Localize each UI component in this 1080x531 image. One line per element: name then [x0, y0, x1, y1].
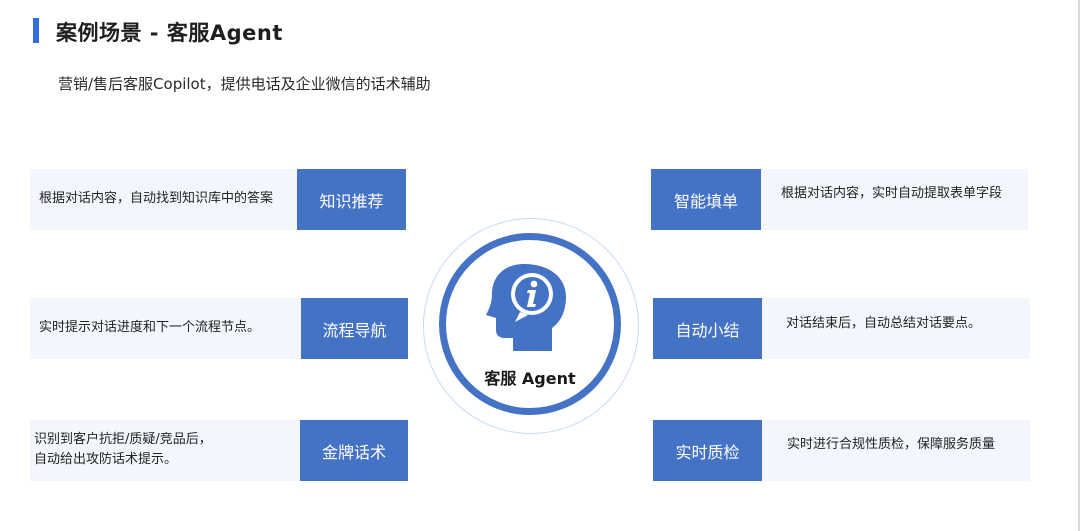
- center-outer-ring: [423, 218, 639, 434]
- page-title: 案例场景 - 客服Agent: [56, 21, 283, 45]
- card-process-navigation: 实时提示对话进度和下一个流程节点。 流程导航: [30, 298, 408, 359]
- card-realtime-qc: 实时质检 实时进行合规性质检，保障服务质量: [653, 420, 1030, 481]
- card-label-process: 流程导航: [301, 298, 408, 359]
- card-description: 实时进行合规性质检，保障服务质量: [787, 437, 996, 452]
- card-description: 实时提示对话进度和下一个流程节点。: [39, 320, 261, 335]
- card-auto-summary: 自动小结 对话结束后，自动总结对话要点。: [653, 298, 1030, 359]
- card-label-gold-script: 金牌话术: [300, 420, 408, 481]
- card-label-smart-form: 智能填单: [651, 169, 761, 230]
- center-label: 客服 Agent: [484, 369, 576, 388]
- card-label-auto-summary: 自动小结: [653, 298, 762, 359]
- card-knowledge-recommend: 根据对话内容，自动找到知识库中的答案 知识推荐: [30, 169, 406, 230]
- card-description: 根据对话内容，自动找到知识库中的答案: [39, 191, 274, 206]
- head-info-icon: [486, 264, 566, 351]
- card-smart-form-fill: 智能填单 根据对话内容，实时自动提取表单字段: [651, 169, 1028, 230]
- card-label-knowledge: 知识推荐: [297, 169, 406, 230]
- card-label-realtime-qc: 实时质检: [653, 420, 762, 481]
- card-gold-script: 识别到客户抗拒/质疑/竞品后， 自动给出攻防话术提示。 金牌话术: [30, 420, 408, 481]
- page-subtitle: 营销/售后客服Copilot，提供电话及企业微信的话术辅助: [58, 75, 431, 93]
- right-divider: [1078, 0, 1080, 531]
- card-description: 对话结束后，自动总结对话要点。: [786, 316, 982, 331]
- title-accent-bar: [33, 18, 39, 43]
- card-description: 根据对话内容，实时自动提取表单字段: [781, 186, 1003, 201]
- card-description-line-2: 自动给出攻防话术提示。: [34, 452, 178, 467]
- card-description-line-1: 识别到客户抗拒/质疑/竞品后，: [34, 432, 212, 447]
